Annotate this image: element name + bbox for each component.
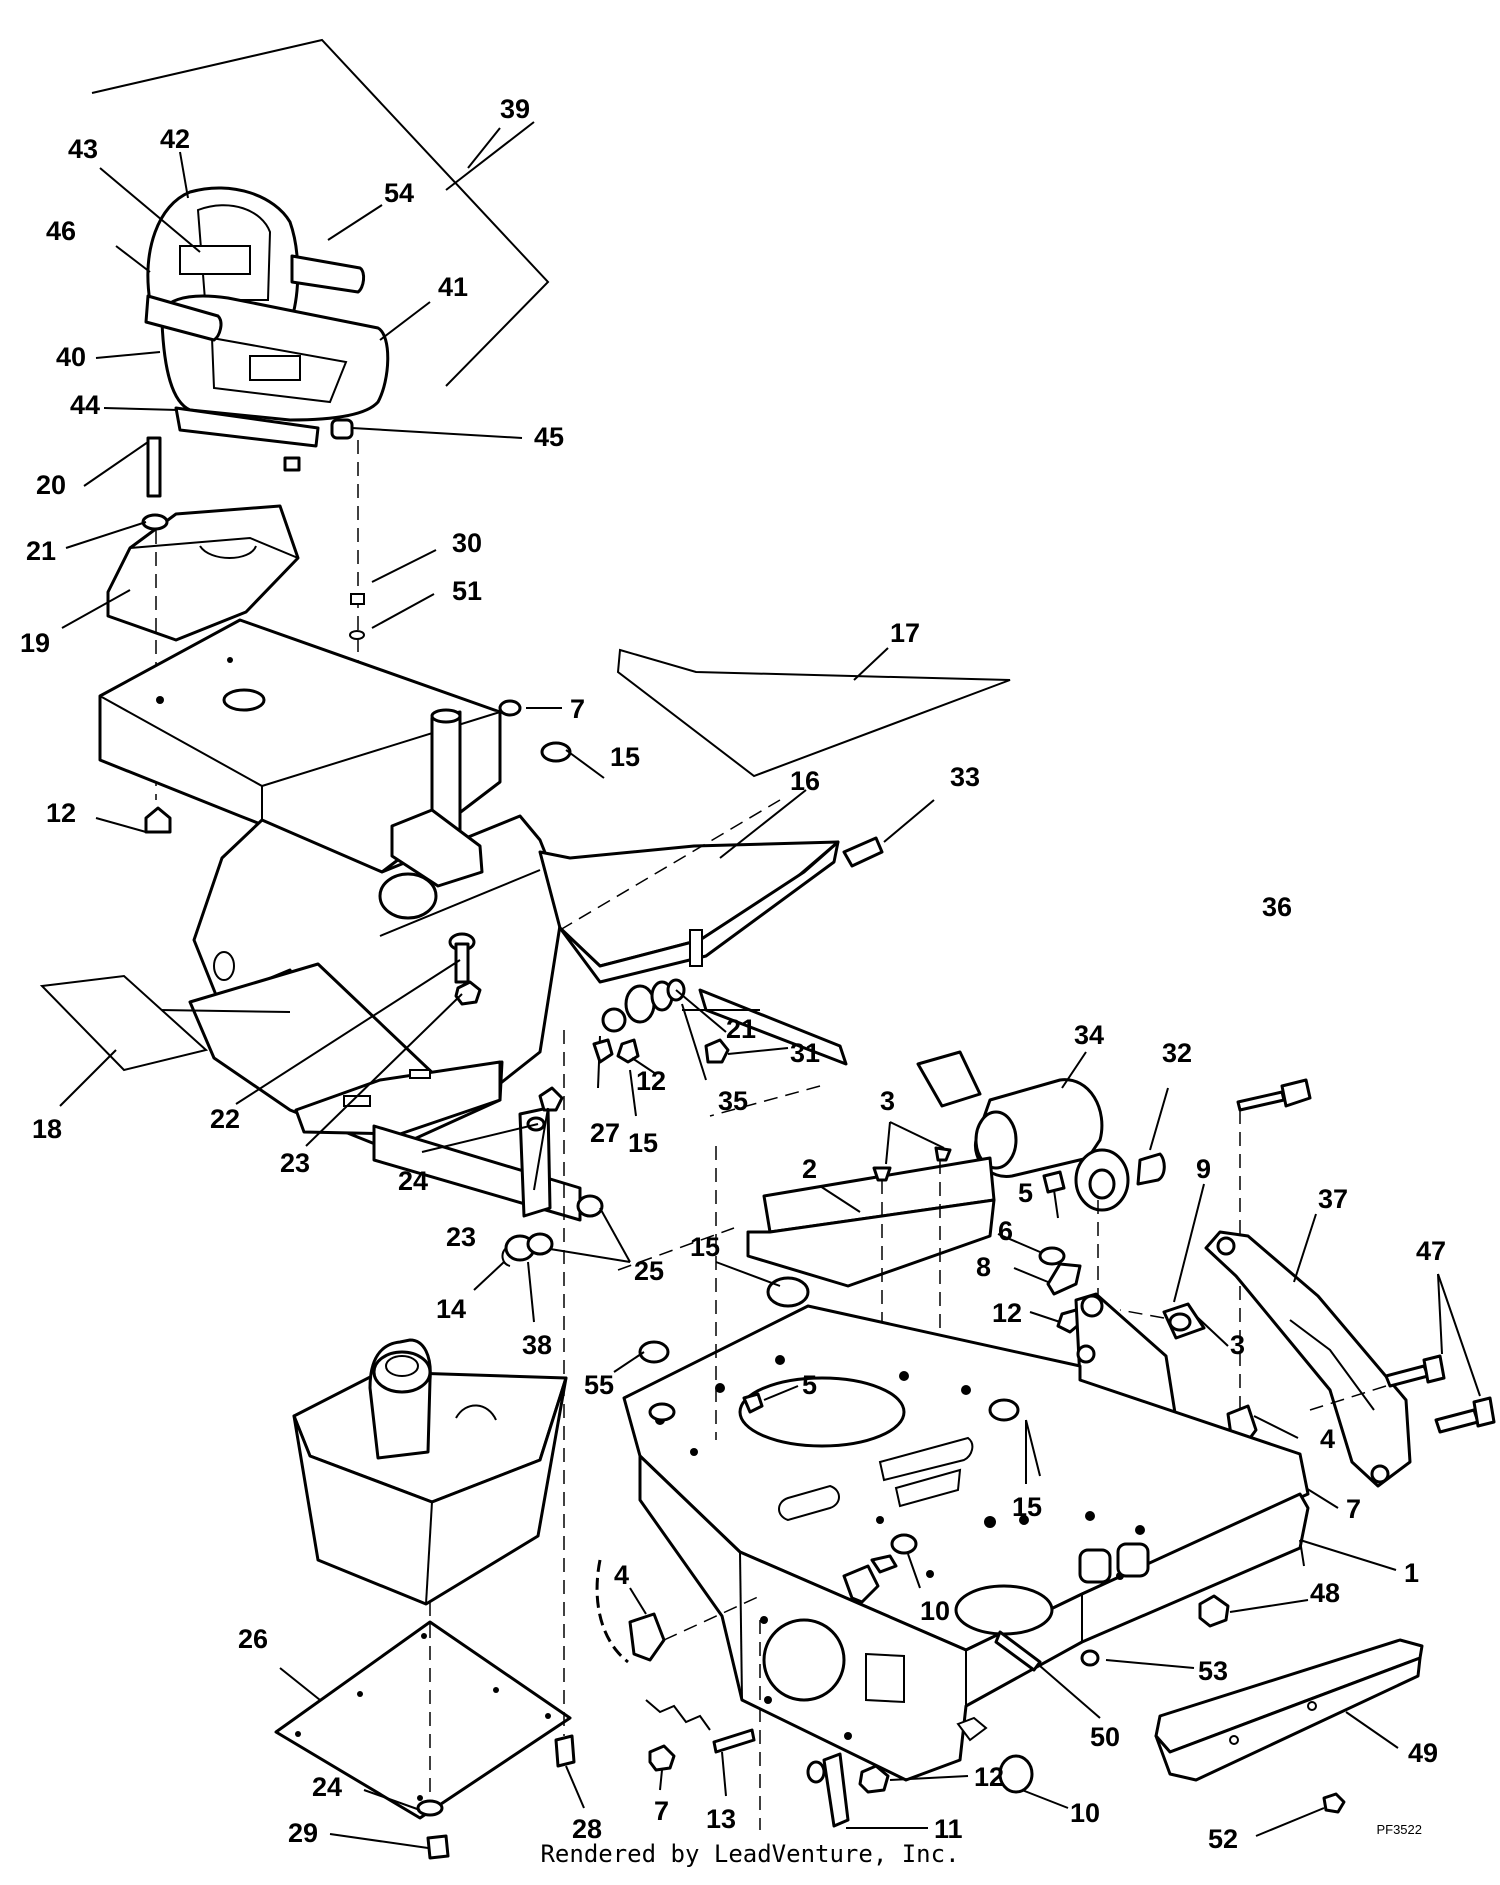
callout-51: 51: [452, 576, 482, 606]
callout-38: 38: [522, 1330, 552, 1360]
callout-3-b: 3: [1230, 1330, 1245, 1360]
callout-12-d: 12: [974, 1762, 1004, 1792]
foot-plate: [39, 974, 209, 1107]
callout-22: 22: [210, 1104, 240, 1134]
callout-labels: 39 42 43 54 46 41 40 44 45 20 21 30 51 1…: [20, 94, 1446, 1854]
upper-frame: [95, 618, 605, 1222]
callout-41: 41: [438, 272, 468, 302]
callout-4-b: 4: [614, 1560, 629, 1590]
callout-23-a: 23: [280, 1148, 310, 1178]
lower-left-hardware: [421, 1086, 735, 1323]
callout-21-b: 21: [726, 1014, 756, 1044]
callout-50: 50: [1090, 1722, 1120, 1752]
callout-15-d: 15: [1012, 1492, 1042, 1522]
seat-assembly: [91, 38, 550, 738]
callout-27: 27: [590, 1118, 620, 1148]
callout-18: 18: [32, 1114, 62, 1144]
callout-26: 26: [238, 1624, 268, 1654]
callout-53: 53: [1198, 1656, 1228, 1686]
callout-15-b: 15: [628, 1128, 658, 1158]
callout-49: 49: [1408, 1738, 1438, 1768]
callout-19: 19: [20, 628, 50, 658]
callout-33: 33: [950, 762, 980, 792]
callout-44: 44: [70, 390, 100, 420]
callout-36: 36: [1262, 892, 1292, 922]
callout-5-a: 5: [1018, 1178, 1033, 1208]
callout-12-a: 12: [46, 798, 76, 828]
front-bumper: [1154, 1638, 1424, 1837]
callout-43: 43: [68, 134, 98, 164]
callout-47: 47: [1416, 1236, 1446, 1266]
callout-52: 52: [1208, 1824, 1238, 1854]
callout-25: 25: [634, 1256, 664, 1286]
callout-12-c: 12: [992, 1298, 1022, 1328]
callout-39: 39: [500, 94, 530, 124]
callout-10-a: 10: [920, 1596, 950, 1626]
callout-32: 32: [1162, 1038, 1192, 1068]
callout-11: 11: [934, 1814, 963, 1844]
callout-21-a: 21: [26, 536, 56, 566]
callout-1: 1: [1404, 1558, 1419, 1588]
callout-54: 54: [384, 178, 414, 208]
callout-34: 34: [1074, 1020, 1104, 1050]
callout-7-b: 7: [1346, 1494, 1361, 1524]
callout-13: 13: [706, 1804, 736, 1834]
callout-15-c: 15: [690, 1232, 720, 1262]
callout-17: 17: [890, 618, 920, 648]
hydraulic-cylinder: [709, 1050, 1312, 1490]
callout-24-a: 24: [398, 1166, 428, 1196]
callout-55: 55: [584, 1370, 614, 1400]
callout-3-a: 3: [880, 1086, 895, 1116]
callout-9: 9: [1196, 1154, 1211, 1184]
callout-16: 16: [790, 766, 820, 796]
callout-31: 31: [790, 1038, 820, 1068]
callout-37: 37: [1318, 1184, 1348, 1214]
callout-7-a: 7: [570, 694, 585, 724]
callout-6: 6: [998, 1216, 1013, 1246]
diagram-code-label: PF3522: [1376, 1822, 1422, 1837]
callout-5-b: 5: [802, 1370, 817, 1400]
callout-12-b: 12: [636, 1066, 666, 1096]
callout-2: 2: [802, 1154, 817, 1184]
callout-46: 46: [46, 216, 76, 246]
callout-45: 45: [534, 422, 564, 452]
callout-28: 28: [572, 1814, 602, 1844]
callout-20: 20: [36, 470, 66, 500]
seat-mount-block: [61, 436, 437, 800]
fuel-tank: [274, 1030, 585, 1860]
callout-30: 30: [452, 528, 482, 558]
callout-40: 40: [56, 342, 86, 372]
callout-7-c: 7: [654, 1796, 669, 1826]
callout-24-b: 24: [312, 1772, 342, 1802]
foot-rest: [538, 647, 1011, 1066]
callout-8: 8: [976, 1252, 991, 1282]
shield-bracket: [715, 1121, 996, 1540]
callout-10-b: 10: [1070, 1798, 1100, 1828]
carriage-bolt: [235, 932, 482, 1147]
callout-23-b: 23: [446, 1222, 476, 1252]
hardware-cluster: [592, 978, 789, 1117]
callout-4-a: 4: [1320, 1424, 1335, 1454]
link-plate: [1204, 1213, 1496, 1488]
callout-15-a: 15: [610, 742, 640, 772]
callout-35: 35: [718, 1086, 748, 1116]
callout-42: 42: [160, 124, 190, 154]
callout-48: 48: [1310, 1578, 1340, 1608]
callout-29: 29: [288, 1818, 318, 1848]
main-chassis: [595, 1146, 1397, 1830]
callout-14: 14: [436, 1294, 466, 1324]
footer-credit: Rendered by LeadVenture, Inc.: [540, 1840, 960, 1868]
